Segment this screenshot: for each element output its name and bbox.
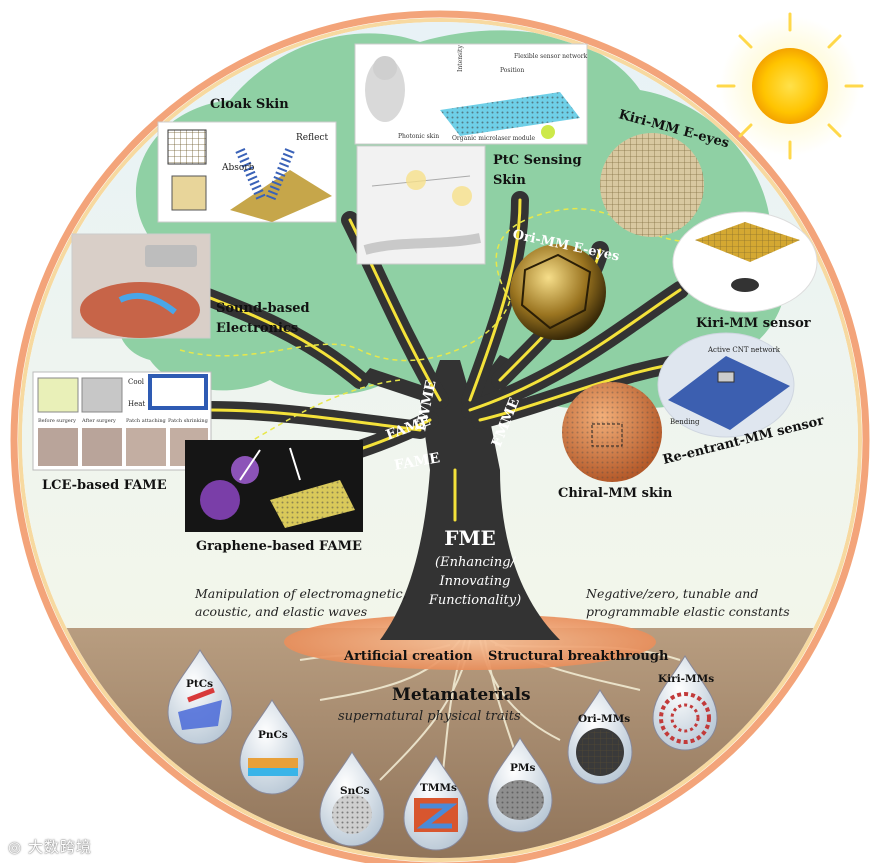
caption-left-2: acoustic, and elastic waves xyxy=(195,604,367,619)
sun-icon xyxy=(716,12,864,160)
watermark: ◎ 大数跨境 xyxy=(8,836,92,857)
drop-label-pncs: PnCs xyxy=(258,729,288,741)
svg-text:Active CNT network: Active CNT network xyxy=(707,346,781,354)
svg-text:Cool: Cool xyxy=(128,378,145,386)
branch-label-fame-2: FAME xyxy=(393,450,441,474)
svg-text:Flexible sensor network: Flexible sensor network xyxy=(514,53,588,60)
label-kiri-mm-sensor: Kiri-MM sensor xyxy=(696,316,811,331)
label-artificial-creation: Artificial creation xyxy=(343,649,473,664)
svg-text:(Enhancing/: (Enhancing/ xyxy=(435,555,517,570)
label-metamaterials: Metamaterials xyxy=(392,685,531,705)
drop-kiri-mms: Kiri-MMs xyxy=(652,655,718,751)
svg-text:Functionality): Functionality) xyxy=(428,593,521,608)
svg-text:Absorb: Absorb xyxy=(221,163,255,173)
tree-trunk xyxy=(360,355,560,640)
caption-right-2: programmable elastic constants xyxy=(586,604,790,619)
watermark-icon: ◎ xyxy=(8,838,23,856)
label-graphene-based-fame: Graphene-based FAME xyxy=(196,539,362,554)
label-ptc-sensing-1: PtC Sensing xyxy=(493,153,582,168)
label-ptc-sensing-2: Skin xyxy=(493,173,526,188)
kiri-mm-sensor-image xyxy=(672,211,818,313)
label-cloak-skin: Cloak Skin xyxy=(210,97,289,112)
drop-pncs: PnCs xyxy=(239,699,305,795)
drop-tmms: TMMs xyxy=(403,755,469,851)
drop-pms: PMs xyxy=(487,737,553,833)
drop-sncs: SnCs xyxy=(319,751,385,847)
label-supernatural-traits: supernatural physical traits xyxy=(338,709,521,724)
graphene-based-fame-image xyxy=(185,440,363,532)
outer-rim xyxy=(10,10,870,863)
label-chiral-mm-skin: Chiral-MM skin xyxy=(558,486,673,501)
drop-label-pms: PMs xyxy=(510,762,536,774)
trunk-subtitle: (Enhancing/ Innovating Functionality) xyxy=(428,555,521,608)
svg-text:Organic microlaser module: Organic microlaser module xyxy=(452,135,536,142)
base-disk xyxy=(284,614,656,670)
drop-label-sncs: SnCs xyxy=(340,785,370,797)
chiral-mm-skin-image xyxy=(562,382,662,482)
drop-label-ori-mms: Ori-MMs xyxy=(578,713,630,725)
drop-label-tmms: TMMs xyxy=(420,782,457,794)
watermark-text: 大数跨境 xyxy=(27,838,92,856)
svg-text:Bending: Bending xyxy=(670,418,700,426)
lce-based-fame-image: Cool Heat Before surgery After surgery P… xyxy=(32,371,212,471)
svg-text:Intensity: Intensity xyxy=(457,45,464,72)
drop-ptcs: PtCs xyxy=(167,649,233,745)
drop-ori-mms: Ori-MMs xyxy=(567,689,633,785)
ori-mm-e-eyes-image xyxy=(510,244,606,340)
svg-text:Position: Position xyxy=(500,67,524,74)
svg-text:Reflect: Reflect xyxy=(296,133,328,143)
caption-left-1: Manipulation of electromagnetic, xyxy=(194,586,407,601)
svg-text:Patch shrinking: Patch shrinking xyxy=(168,418,209,424)
ptc-sensing-skin-image xyxy=(356,145,486,265)
svg-text:Before surgery: Before surgery xyxy=(38,418,76,424)
drop-label-kiri-mms: Kiri-MMs xyxy=(658,673,714,685)
svg-text:Patch attaching: Patch attaching xyxy=(126,418,167,424)
label-lce-based-fame: LCE-based FAME xyxy=(42,478,167,493)
trunk-title: FME xyxy=(444,526,496,550)
caption-right-1: Negative/zero, tunable and xyxy=(585,586,758,601)
ptc-photonic-skin-image: Photonic skin Organic microlaser module … xyxy=(354,43,588,145)
svg-text:Photonic skin: Photonic skin xyxy=(398,133,439,140)
svg-text:After surgery: After surgery xyxy=(81,418,116,424)
label-sound-based-1: Sound-based xyxy=(216,301,310,316)
drop-label-ptcs: PtCs xyxy=(186,678,213,690)
svg-text:Innovating: Innovating xyxy=(439,574,511,589)
sound-based-electronics-image xyxy=(71,233,211,339)
svg-text:Heat: Heat xyxy=(128,400,145,408)
re-entrant-mm-sensor-image: Active CNT network Bending xyxy=(657,332,795,438)
label-sound-based-2: Electronics xyxy=(216,321,298,336)
kiri-mm-e-eyes-image xyxy=(600,133,704,237)
label-structural-breakthrough: Structural breakthrough xyxy=(488,649,669,664)
cloak-skin-image: Absorb Reflect xyxy=(157,121,337,223)
